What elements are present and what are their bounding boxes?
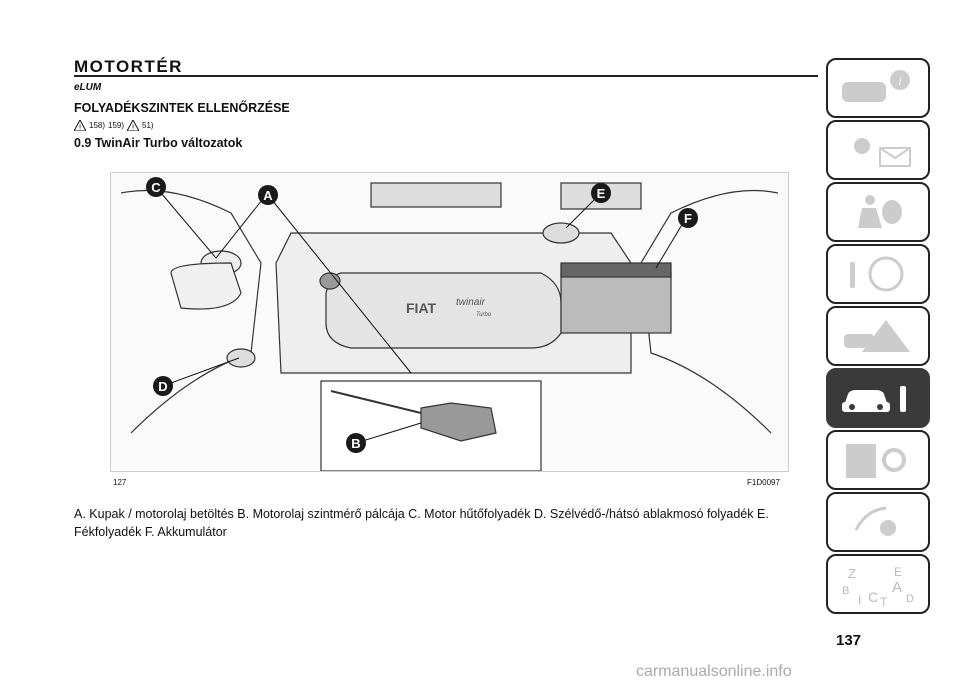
svg-text:!: ! <box>79 124 82 132</box>
subtitle: 0.9 TwinAir Turbo változatok <box>74 136 243 150</box>
index-letter-b: B <box>842 585 849 597</box>
figure-number: 127 <box>113 478 127 487</box>
engine-bay-figure: FIAT twinair Turbo C A E F D B <box>110 172 789 472</box>
callout-d: D <box>158 379 167 394</box>
technical-data-icon <box>846 444 906 478</box>
reference-list: ! 158) 159) ! 51) <box>74 120 154 131</box>
callout-e: E <box>597 186 606 201</box>
multimedia-icon <box>854 506 896 536</box>
warning-triangle-icon: ! <box>74 120 86 131</box>
badge-engine-text: twinair <box>456 297 486 308</box>
tab-car-info[interactable]: i <box>826 58 930 118</box>
car-info-icon: i <box>842 70 910 102</box>
tab-emergency[interactable] <box>826 306 930 366</box>
index-letter-a: A <box>892 579 902 596</box>
badge-sub-text: Turbo <box>476 312 492 318</box>
figure-badge: FIAT twinair Turbo <box>406 297 492 318</box>
badge-brand-text: FIAT <box>406 300 437 316</box>
callout-a: A <box>263 188 273 203</box>
callout-b: B <box>351 436 360 451</box>
tab-multimedia[interactable] <box>826 492 930 552</box>
index-letter-t: T <box>880 595 888 606</box>
tab-technical-data[interactable] <box>826 430 930 490</box>
title-rule <box>74 75 818 77</box>
tab-safety[interactable] <box>826 182 930 242</box>
index-letter-d: D <box>906 593 914 605</box>
caution-triangle-icon: ! <box>127 120 140 132</box>
figure-code: F1D0097 <box>747 478 780 487</box>
index-letter-c: C <box>868 589 878 605</box>
index-letter-i: I <box>858 593 861 606</box>
maintenance-car-icon <box>842 386 906 412</box>
steering-start-icon <box>850 256 904 292</box>
callout-c: C <box>151 180 161 195</box>
watermark: carmanualsonline.info <box>636 663 792 680</box>
callout-group: C A E F D B <box>146 177 698 453</box>
tab-maintenance[interactable] <box>826 368 930 428</box>
section-title: FOLYADÉKSZINTEK ELLENŐRZÉSE <box>74 101 290 115</box>
eco-label: eLUM <box>74 82 102 93</box>
warning-lights-icon <box>854 138 911 167</box>
index-letter-z: Z <box>848 566 856 581</box>
tab-index[interactable]: Z E B A I C T D <box>826 554 930 614</box>
page-title: MOTORTÉR <box>74 57 183 76</box>
reference-159[interactable]: 159) <box>108 121 125 130</box>
reference-51[interactable]: 51) <box>142 121 154 130</box>
tab-starting-driving[interactable] <box>826 244 930 304</box>
figure-caption: A. Kupak / motorolaj betöltés B. Motorol… <box>74 507 769 539</box>
index-icon: Z E B A I C T D <box>842 565 914 606</box>
index-letter-e: E <box>894 565 902 579</box>
callout-f: F <box>684 211 692 226</box>
svg-text:i: i <box>898 74 901 88</box>
engine-bay-illustration: FIAT twinair Turbo C A E F D B <box>120 177 779 472</box>
safety-airbag-icon <box>858 195 902 228</box>
svg-text:!: ! <box>132 124 135 132</box>
page-number: 137 <box>836 632 862 649</box>
emergency-icon <box>844 320 910 352</box>
tab-warning-lights[interactable] <box>826 120 930 180</box>
reference-158[interactable]: 158) <box>89 121 106 130</box>
